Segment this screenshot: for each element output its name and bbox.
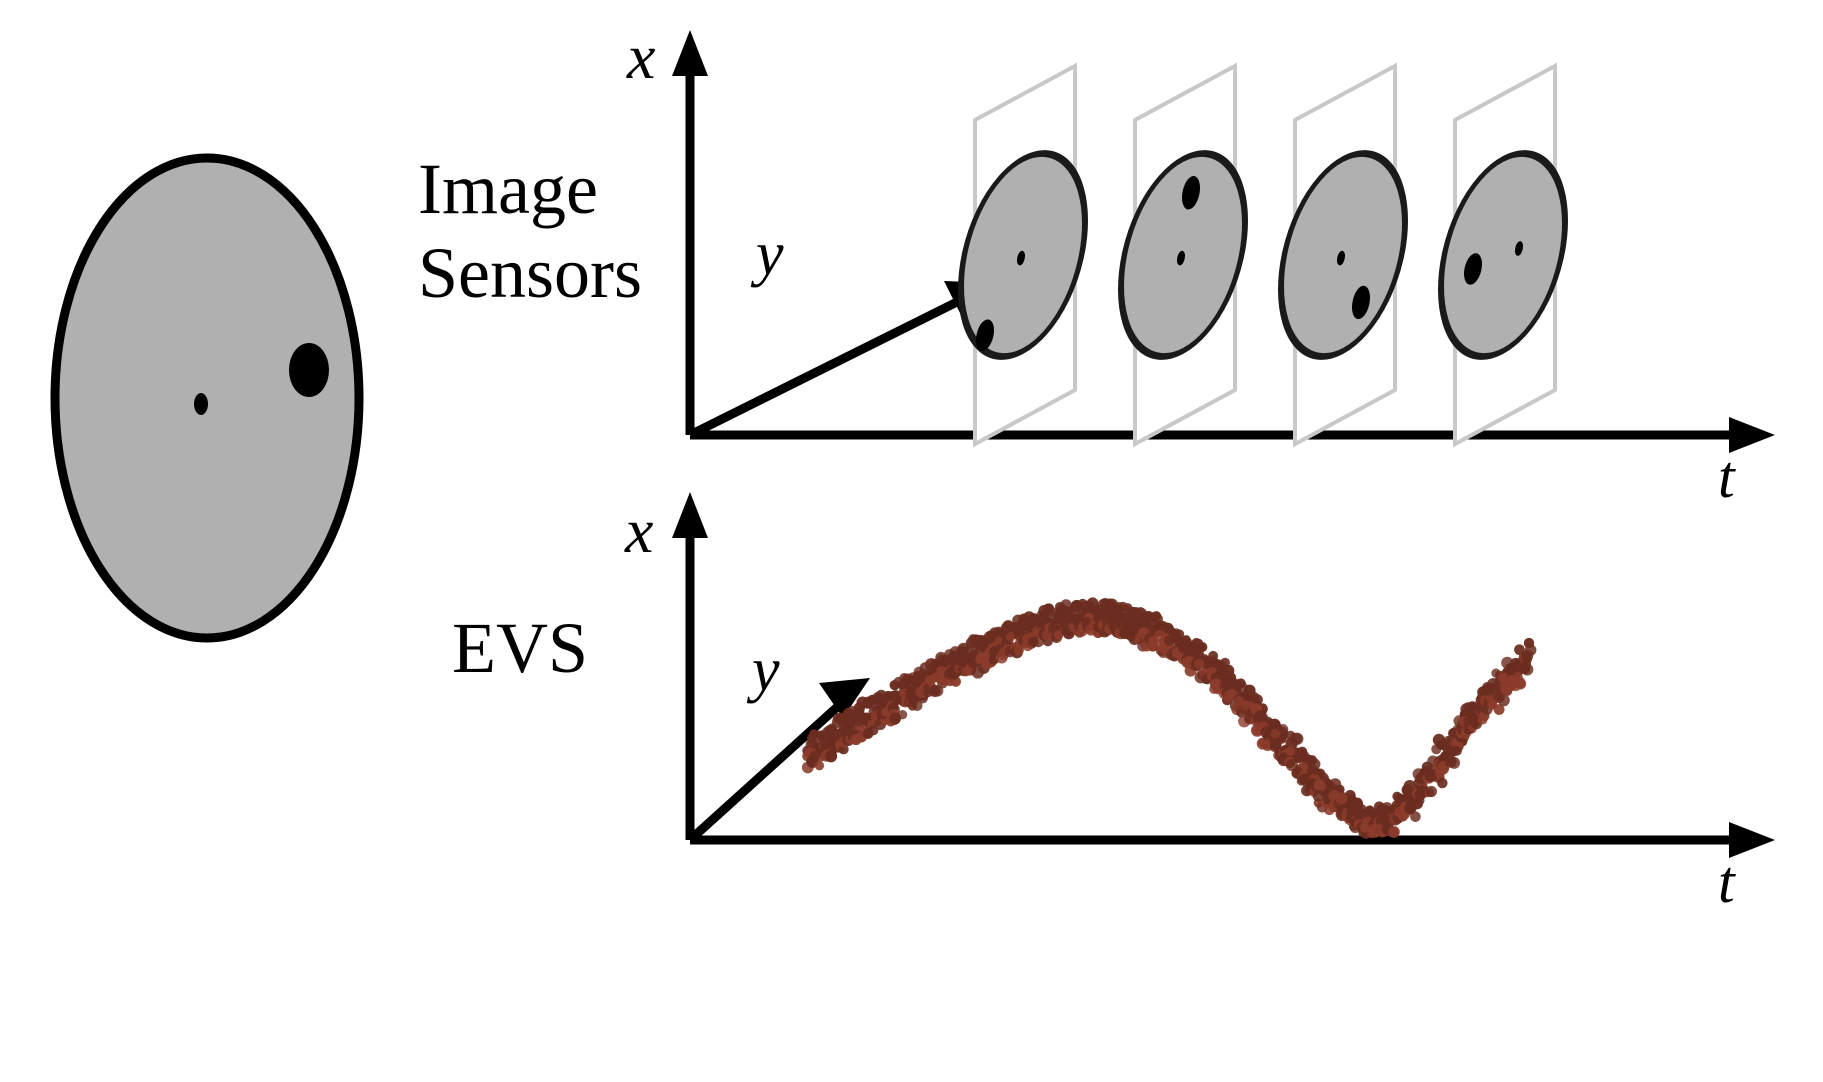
- sensor-frame-3: [1278, 62, 1408, 448]
- event-dot: [1224, 689, 1236, 701]
- bottom-y-axis-arrowhead: [819, 678, 870, 718]
- event-dot: [1398, 811, 1408, 822]
- event-dot: [1013, 645, 1024, 656]
- event-dot: [1497, 694, 1510, 707]
- event-dot: [1312, 789, 1325, 802]
- event-dot: [899, 672, 910, 684]
- bottom-t-axis-label: t: [1718, 849, 1736, 915]
- event-dot: [1005, 631, 1016, 642]
- event-dot: [1163, 635, 1175, 646]
- bottom-x-axis-label: x: [624, 495, 653, 566]
- object-illustration: [50, 153, 364, 643]
- object-center-dot: [194, 393, 208, 415]
- event-dot: [1208, 650, 1219, 661]
- top-t-axis-arrowhead: [1729, 417, 1775, 453]
- event-dot: [1211, 678, 1222, 688]
- event-dot: [1513, 676, 1526, 689]
- object-feature-spot: [289, 343, 329, 397]
- bottom-y-axis-line: [686, 696, 849, 844]
- bottom-t-axis-arrowhead: [1729, 822, 1775, 858]
- bottom-x-axis-arrowhead: [672, 492, 708, 538]
- top-x-axis-label: x: [626, 21, 655, 92]
- sensor-frame-4: [1438, 62, 1568, 448]
- event-dot: [1493, 704, 1505, 715]
- sensor-frame-1: [958, 62, 1088, 448]
- event-dot: [814, 761, 825, 771]
- event-dot: [1193, 658, 1205, 669]
- event-dot: [1448, 757, 1461, 769]
- evs-label: EVS: [452, 608, 588, 688]
- evs-panel: x t y EVS: [452, 492, 1775, 915]
- image-sensors-label-line1: Image: [418, 149, 598, 229]
- event-dot: [1293, 753, 1304, 764]
- event-dot: [1521, 652, 1532, 662]
- event-dot: [1353, 808, 1366, 821]
- event-dot: [1410, 811, 1421, 822]
- event-dot: [1437, 777, 1448, 789]
- event-dot: [1291, 732, 1304, 745]
- event-dot: [1426, 770, 1438, 782]
- sensor-center-dot-1: [1017, 250, 1025, 266]
- event-dot: [1477, 714, 1488, 725]
- event-dot: [1425, 785, 1437, 798]
- sensor-ellipse-4: [1438, 150, 1568, 360]
- sensor-feature-spot-1: [976, 319, 994, 351]
- event-dot: [1147, 640, 1159, 652]
- sensor-feature-spot-2: [1182, 176, 1200, 210]
- top-t-axis-label: t: [1718, 444, 1736, 510]
- event-dot: [1403, 780, 1416, 793]
- sensor-feature-spot-3: [1352, 285, 1370, 320]
- event-dot: [1309, 758, 1321, 770]
- event-dot: [1251, 694, 1263, 706]
- image-sensors-label-line2: Sensors: [418, 233, 642, 313]
- sensor-feature-spot-4: [1464, 253, 1482, 285]
- event-dot: [1335, 792, 1348, 805]
- top-y-axis-label: y: [750, 220, 784, 288]
- event-dot: [1270, 728, 1281, 739]
- top-x-axis-arrowhead: [672, 30, 708, 76]
- bottom-y-axis-label: y: [746, 636, 780, 704]
- event-dot: [1519, 662, 1531, 674]
- event-dot: [911, 700, 923, 711]
- event-dot: [1313, 779, 1326, 792]
- evs-event-scatter: [801, 597, 1537, 839]
- sensor-center-dot-2: [1177, 250, 1185, 266]
- event-dot: [1452, 746, 1462, 756]
- sensor-center-dot-4: [1515, 241, 1523, 256]
- event-dot: [1285, 746, 1296, 757]
- sensor-center-dot-3: [1337, 250, 1345, 266]
- event-dot: [897, 710, 908, 720]
- top-y-axis-line: [687, 291, 972, 440]
- event-dot: [824, 750, 838, 763]
- sensor-frame-2: [1118, 62, 1248, 448]
- image-sensors-panel: x t y Image Sensors: [418, 21, 1775, 510]
- event-dot: [1388, 826, 1400, 838]
- object-ellipse: [50, 153, 364, 643]
